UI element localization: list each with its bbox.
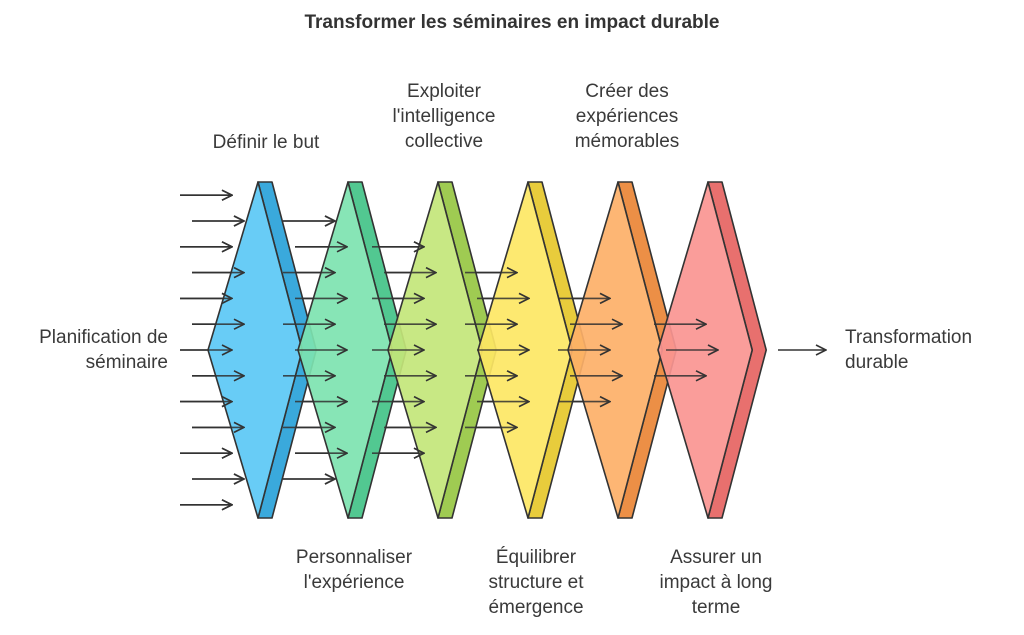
stage-label-1: Définir le but [212, 132, 320, 153]
diagram-title: Transformer les séminaires en impact dur… [304, 12, 720, 33]
stage-label-5: Créer des expériences mémorables [574, 81, 680, 152]
input-label: Planification de séminaire [39, 327, 168, 373]
output-label: Transformation durable [845, 327, 973, 373]
stage-label-3: Exploiter l'intelligence collective [392, 81, 496, 152]
stage-label-6: Assurer un impact à long terme [659, 547, 773, 618]
stage-label-4: Équilibrer structure et émergence [488, 547, 584, 618]
stage-label-2: Personnaliser l'expérience [295, 547, 413, 593]
